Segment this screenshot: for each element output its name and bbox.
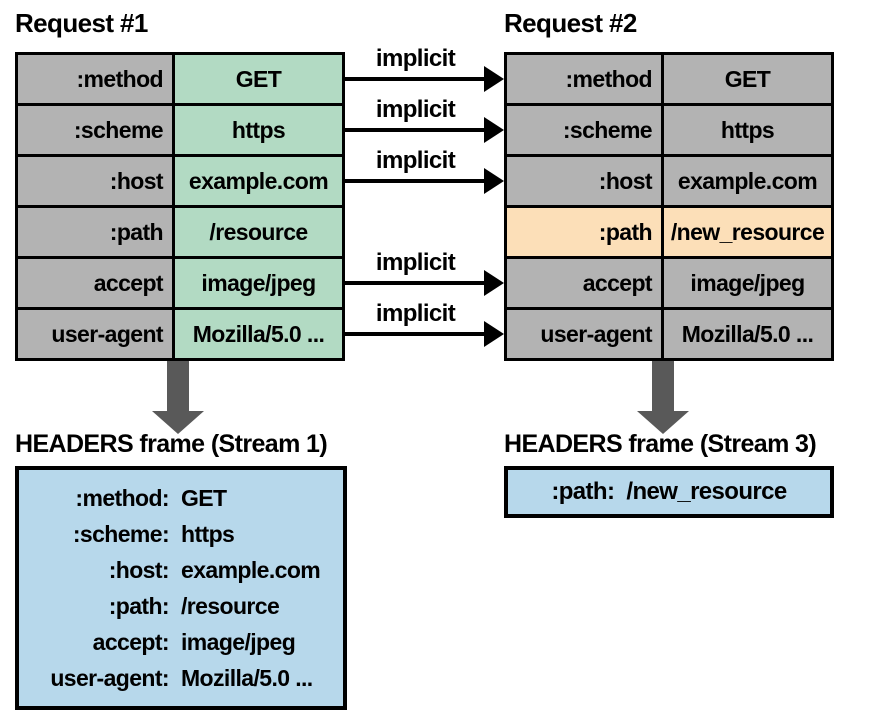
headers-frame-stream1: :method: GET :scheme: https :host: examp…: [15, 466, 347, 710]
arrow-head-icon: [484, 117, 504, 143]
header-key: user-agent: [507, 310, 661, 358]
request2-title: Request #2: [504, 8, 637, 38]
arrow-head-icon: [484, 168, 504, 194]
frame-key: :path:: [108, 592, 170, 619]
frame-value: example.com: [181, 556, 321, 583]
arrow-shaft: [345, 77, 486, 81]
down-arrow-shaft: [167, 361, 189, 411]
headers-frame-stream3: :path: /new_resource: [504, 466, 834, 518]
header-key: :scheme: [18, 106, 172, 154]
frame-value: Mozilla/5.0 ...: [181, 664, 313, 691]
frame-key: :scheme:: [72, 520, 170, 547]
implicit-label: implicit: [375, 45, 456, 72]
frame-key: accept:: [92, 628, 170, 655]
arrow-shaft: [345, 128, 486, 132]
arrow-head-icon: [484, 270, 504, 296]
implicit-label: implicit: [375, 300, 456, 327]
down-arrow-head: [152, 411, 204, 434]
frame-key: :method:: [75, 484, 169, 511]
header-value: image/jpeg: [175, 259, 342, 307]
header-value: image/jpeg: [664, 259, 831, 307]
frame-key: user-agent:: [50, 664, 169, 691]
frame-value: GET: [181, 484, 227, 511]
header-key: :path: [18, 208, 172, 256]
header-key: accept: [507, 259, 661, 307]
arrow-shaft: [345, 332, 486, 336]
request1-title: Request #1: [15, 8, 148, 38]
header-value: https: [175, 106, 342, 154]
frame-value: /new_resource: [626, 478, 787, 505]
request1-table: :method GET :scheme https :host example.…: [15, 52, 345, 361]
header-key: accept: [18, 259, 172, 307]
header-key: :method: [507, 55, 661, 103]
arrow-head-icon: [484, 66, 504, 92]
frame-key: :host:: [108, 556, 170, 583]
implicit-label: implicit: [375, 249, 456, 276]
arrow-shaft: [345, 281, 486, 285]
frame-value: https: [181, 520, 235, 547]
down-arrow-shaft: [652, 361, 674, 411]
header-value: example.com: [664, 157, 831, 205]
header-value: Mozilla/5.0 ...: [664, 310, 831, 358]
request2-table: :method GET :scheme https :host example.…: [504, 52, 834, 361]
header-value-highlighted: /new_resource: [664, 208, 831, 256]
frame-value: /resource: [181, 592, 280, 619]
header-key: :scheme: [507, 106, 661, 154]
implicit-label: implicit: [375, 147, 456, 174]
header-value: Mozilla/5.0 ...: [175, 310, 342, 358]
header-value: GET: [664, 55, 831, 103]
header-value: https: [664, 106, 831, 154]
header-value: GET: [175, 55, 342, 103]
header-key: :method: [18, 55, 172, 103]
frame-key: :path:: [551, 478, 615, 505]
down-arrow-head: [637, 411, 689, 434]
header-key-highlighted: :path: [507, 208, 661, 256]
header-key: user-agent: [18, 310, 172, 358]
header-key: :host: [507, 157, 661, 205]
header-key: :host: [18, 157, 172, 205]
frame-value: image/jpeg: [181, 628, 296, 655]
header-value: example.com: [175, 157, 342, 205]
frame3-title: HEADERS frame (Stream 3): [504, 430, 817, 458]
arrow-head-icon: [484, 321, 504, 347]
arrow-shaft: [345, 179, 486, 183]
frame1-title: HEADERS frame (Stream 1): [15, 430, 328, 458]
implicit-label: implicit: [375, 96, 456, 123]
header-value: /resource: [175, 208, 342, 256]
